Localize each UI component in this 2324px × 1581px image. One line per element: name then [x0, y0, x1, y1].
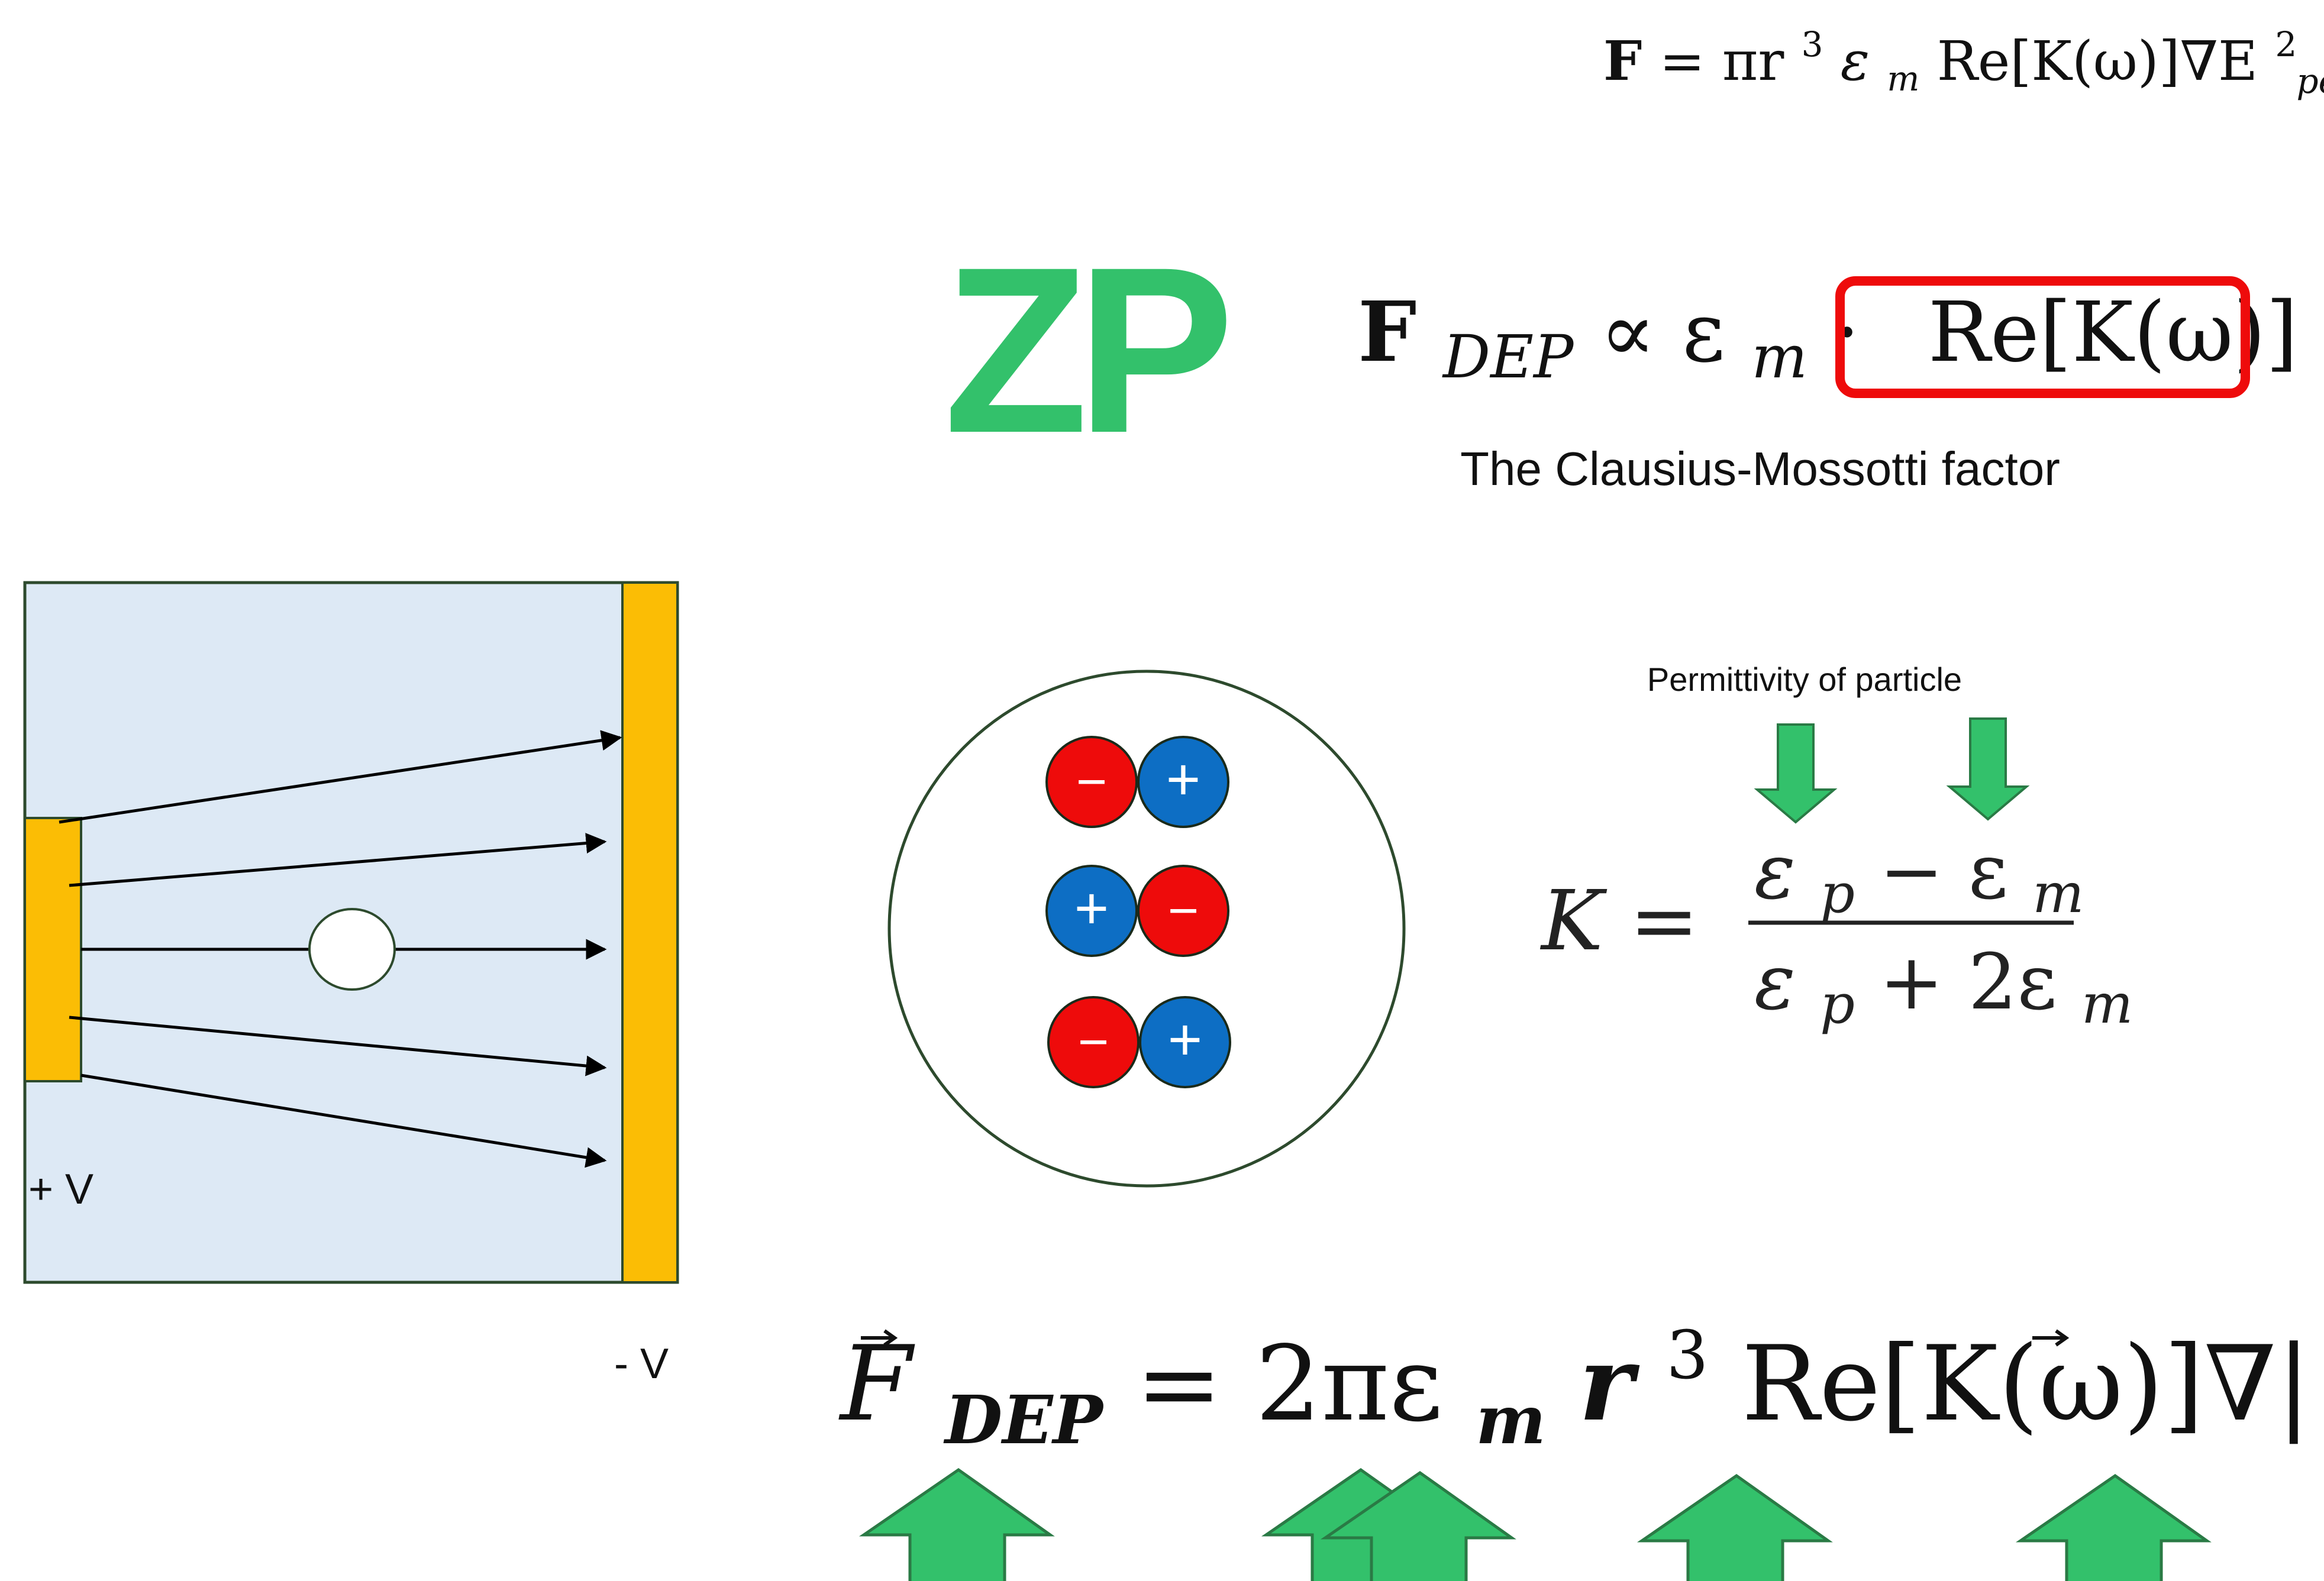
charge-symbol-3-1: − — [1078, 1013, 1109, 1072]
up-arrow-4 — [1637, 1473, 1833, 1581]
vector-arrow-f — [861, 1329, 898, 1347]
vector-arrow-e — [2032, 1329, 2070, 1347]
cm-factor-label: The Clausius-Mossotti factor — [1460, 442, 2060, 495]
dep-force-equation: F DEP = 2πε m r 3 Re[K(ω)]∇| E rms | 2 — [838, 1283, 2324, 1468]
positive-charge-1-2 — [1137, 736, 1229, 828]
k-lhs: K = — [1539, 873, 1699, 969]
field-line-4 — [69, 1016, 607, 1076]
negative-charge-3-1 — [1047, 996, 1140, 1088]
positive-electrode — [24, 817, 82, 1082]
field-line-1 — [59, 730, 622, 824]
positive-charge-2-1 — [1045, 865, 1138, 957]
k-numerator: ε p − ε m — [1754, 826, 2084, 930]
medium-region — [23, 581, 679, 1284]
formula-k-fraction: K = ε p − ε m ε p + 2ε m — [1539, 826, 2133, 1041]
k-denominator: ε p + 2ε m — [1754, 937, 2133, 1041]
charge-symbol-1-2: + — [1166, 746, 1200, 813]
up-arrow-3 — [1320, 1470, 1516, 1581]
field-line-2 — [69, 833, 607, 887]
down-arrow-left — [1754, 723, 1838, 824]
formula-proportional: F DEP ∝ ε m · Re[K(ω)] — [1358, 284, 2298, 397]
electrode-panel: + V — [23, 581, 679, 1284]
cm-factor-highlight-box — [1835, 276, 2250, 398]
charge-symbol-1-1: − — [1076, 752, 1108, 811]
particle — [308, 908, 396, 991]
zp-logo: ZP — [944, 218, 1240, 482]
permittivity-label: Permittivity of particle — [1647, 661, 1962, 698]
down-arrow-right — [1946, 717, 2030, 821]
dipole-group: −++−−+ — [1045, 736, 1231, 1088]
formula-top: F = πr 3 ε m Re[K(ω)]∇E 2 peak — [1603, 6, 2324, 104]
negative-electrode — [621, 581, 679, 1283]
charge-symbol-3-2: + — [1168, 1007, 1202, 1073]
positive-voltage-label: + V — [28, 1166, 93, 1213]
svg-text:ZP: ZP — [944, 218, 1228, 482]
formula-dep-force: F DEP = 2πε m r 3 Re[K(ω)]∇| E rms | 2 — [838, 1283, 2324, 1468]
charge-symbol-2-1: + — [1074, 875, 1109, 942]
up-arrow-5 — [2015, 1473, 2212, 1581]
negative-charge-1-1 — [1045, 736, 1138, 828]
positive-charge-3-2 — [1139, 996, 1231, 1088]
field-line-5 — [80, 1074, 607, 1168]
negative-charge-2-2 — [1137, 865, 1229, 957]
negative-voltage-label: - V — [614, 1340, 669, 1388]
up-arrow-1 — [858, 1467, 1055, 1581]
charge-symbol-2-2: − — [1168, 881, 1199, 940]
